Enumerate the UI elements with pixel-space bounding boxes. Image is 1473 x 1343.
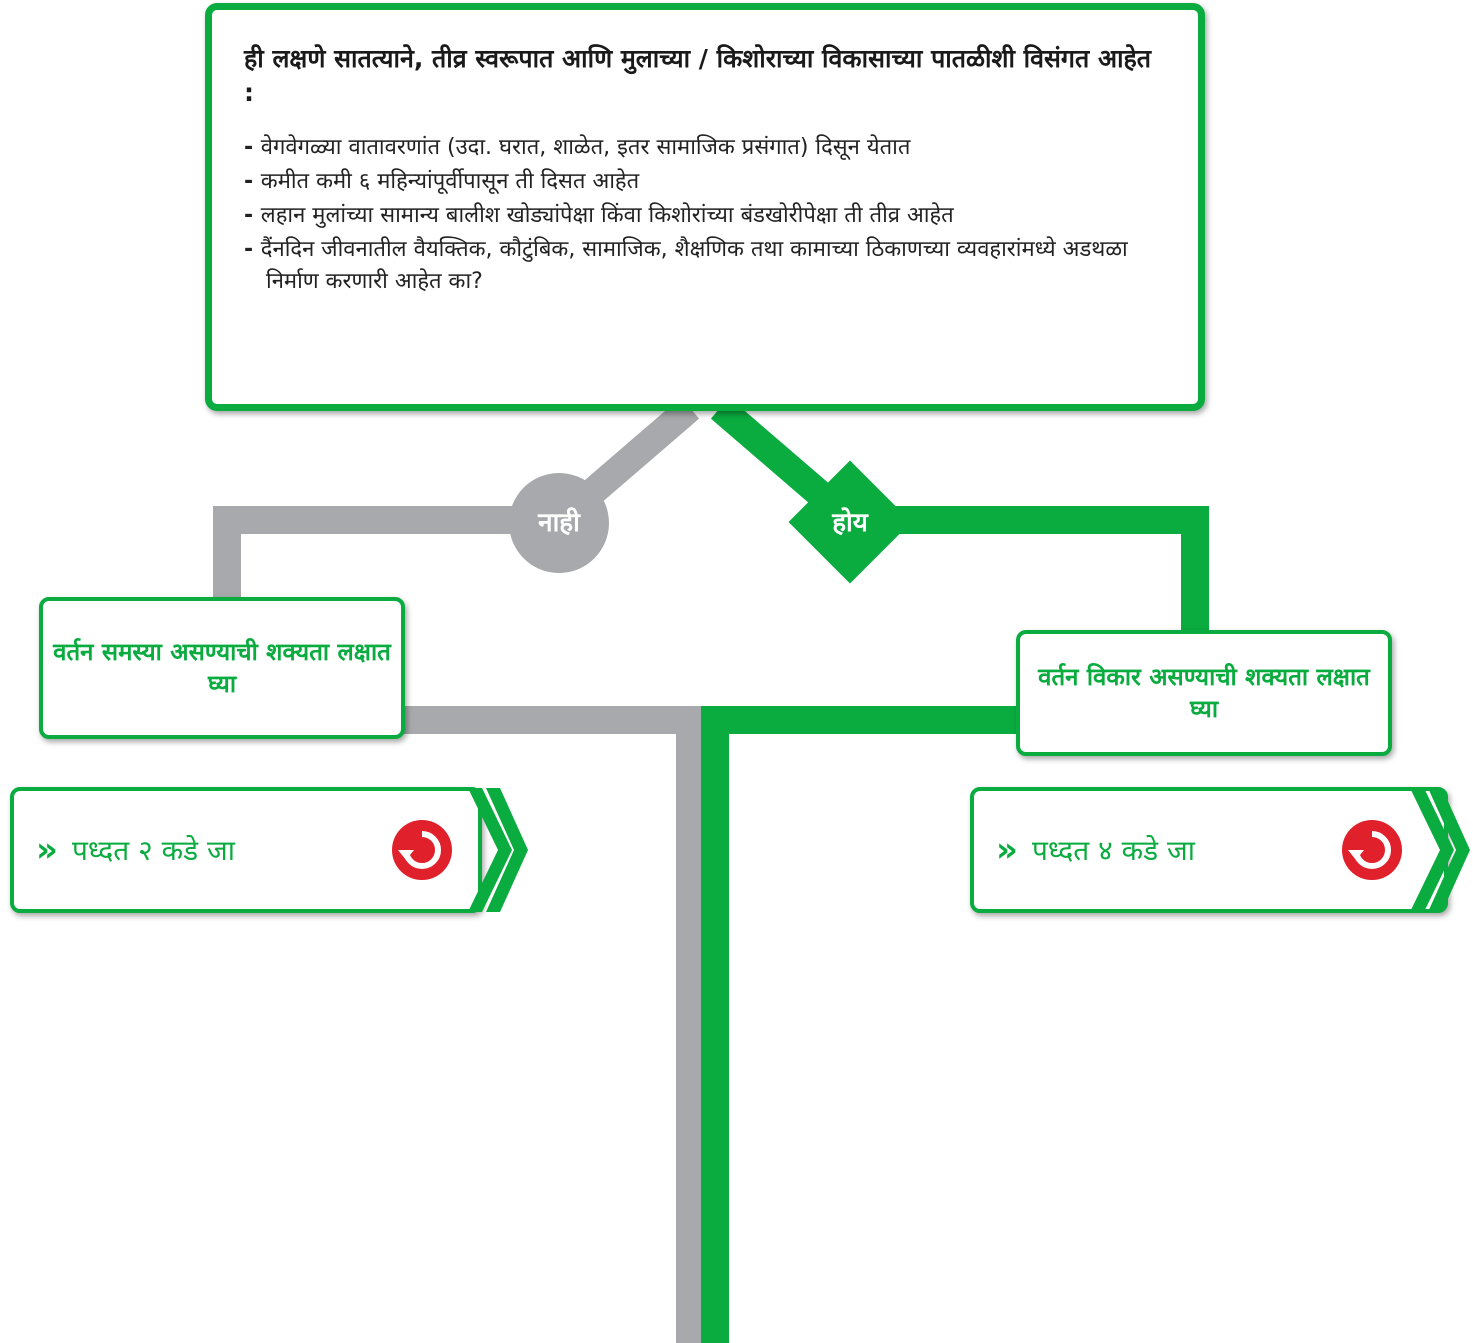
outcome-behavior-problem: वर्तन समस्या असण्याची शक्यता लक्षात घ्या <box>39 597 405 739</box>
double-chevron-icon: » <box>996 830 1018 870</box>
criteria-list: वेगवेगळ्या वातावरणांत (उदा. घरात, शाळेत,… <box>244 132 1168 298</box>
question-box: ही लक्षणे सातत्याने, तीव्र स्वरूपात आणि … <box>205 3 1205 411</box>
goto-method-2-label: पध्दत २ कडे जा <box>71 834 236 867</box>
yes-label: होय <box>832 508 868 538</box>
goto-method-4-button[interactable]: » पध्दत ४ कडे जा <box>970 787 1448 913</box>
criteria-item: वेगवेगळ्या वातावरणांत (उदा. घरात, शाळेत,… <box>244 132 1168 164</box>
goto-method-2-button[interactable]: » पध्दत २ कडे जा <box>10 787 482 913</box>
refresh-icon <box>392 820 452 880</box>
no-label: नाही <box>538 508 580 538</box>
double-chevron-arrow-icon <box>468 788 528 912</box>
criteria-item: कमीत कमी ६ महिन्यांपूर्वीपासून ती दिसत आ… <box>244 166 1168 198</box>
goto-method-4-label: पध्दत ४ कडे जा <box>1031 834 1196 867</box>
refresh-icon <box>1342 820 1402 880</box>
double-chevron-arrow-icon <box>1410 788 1470 912</box>
criteria-item: लहान मुलांच्या सामान्य बालीश खोड्यांपेक्… <box>244 200 1168 232</box>
outcome-behavior-disorder: वर्तन विकार असण्याची शक्यता लक्षात घ्या <box>1016 630 1392 756</box>
criteria-item: दैंनदिन जीवनातील वैयक्तिक, कौटुंबिक, साम… <box>244 234 1168 298</box>
double-chevron-icon: » <box>36 830 58 870</box>
no-badge <box>509 473 609 573</box>
question-title: ही लक्षणे सातत्याने, तीव्र स्वरूपात आणि … <box>244 44 1152 107</box>
